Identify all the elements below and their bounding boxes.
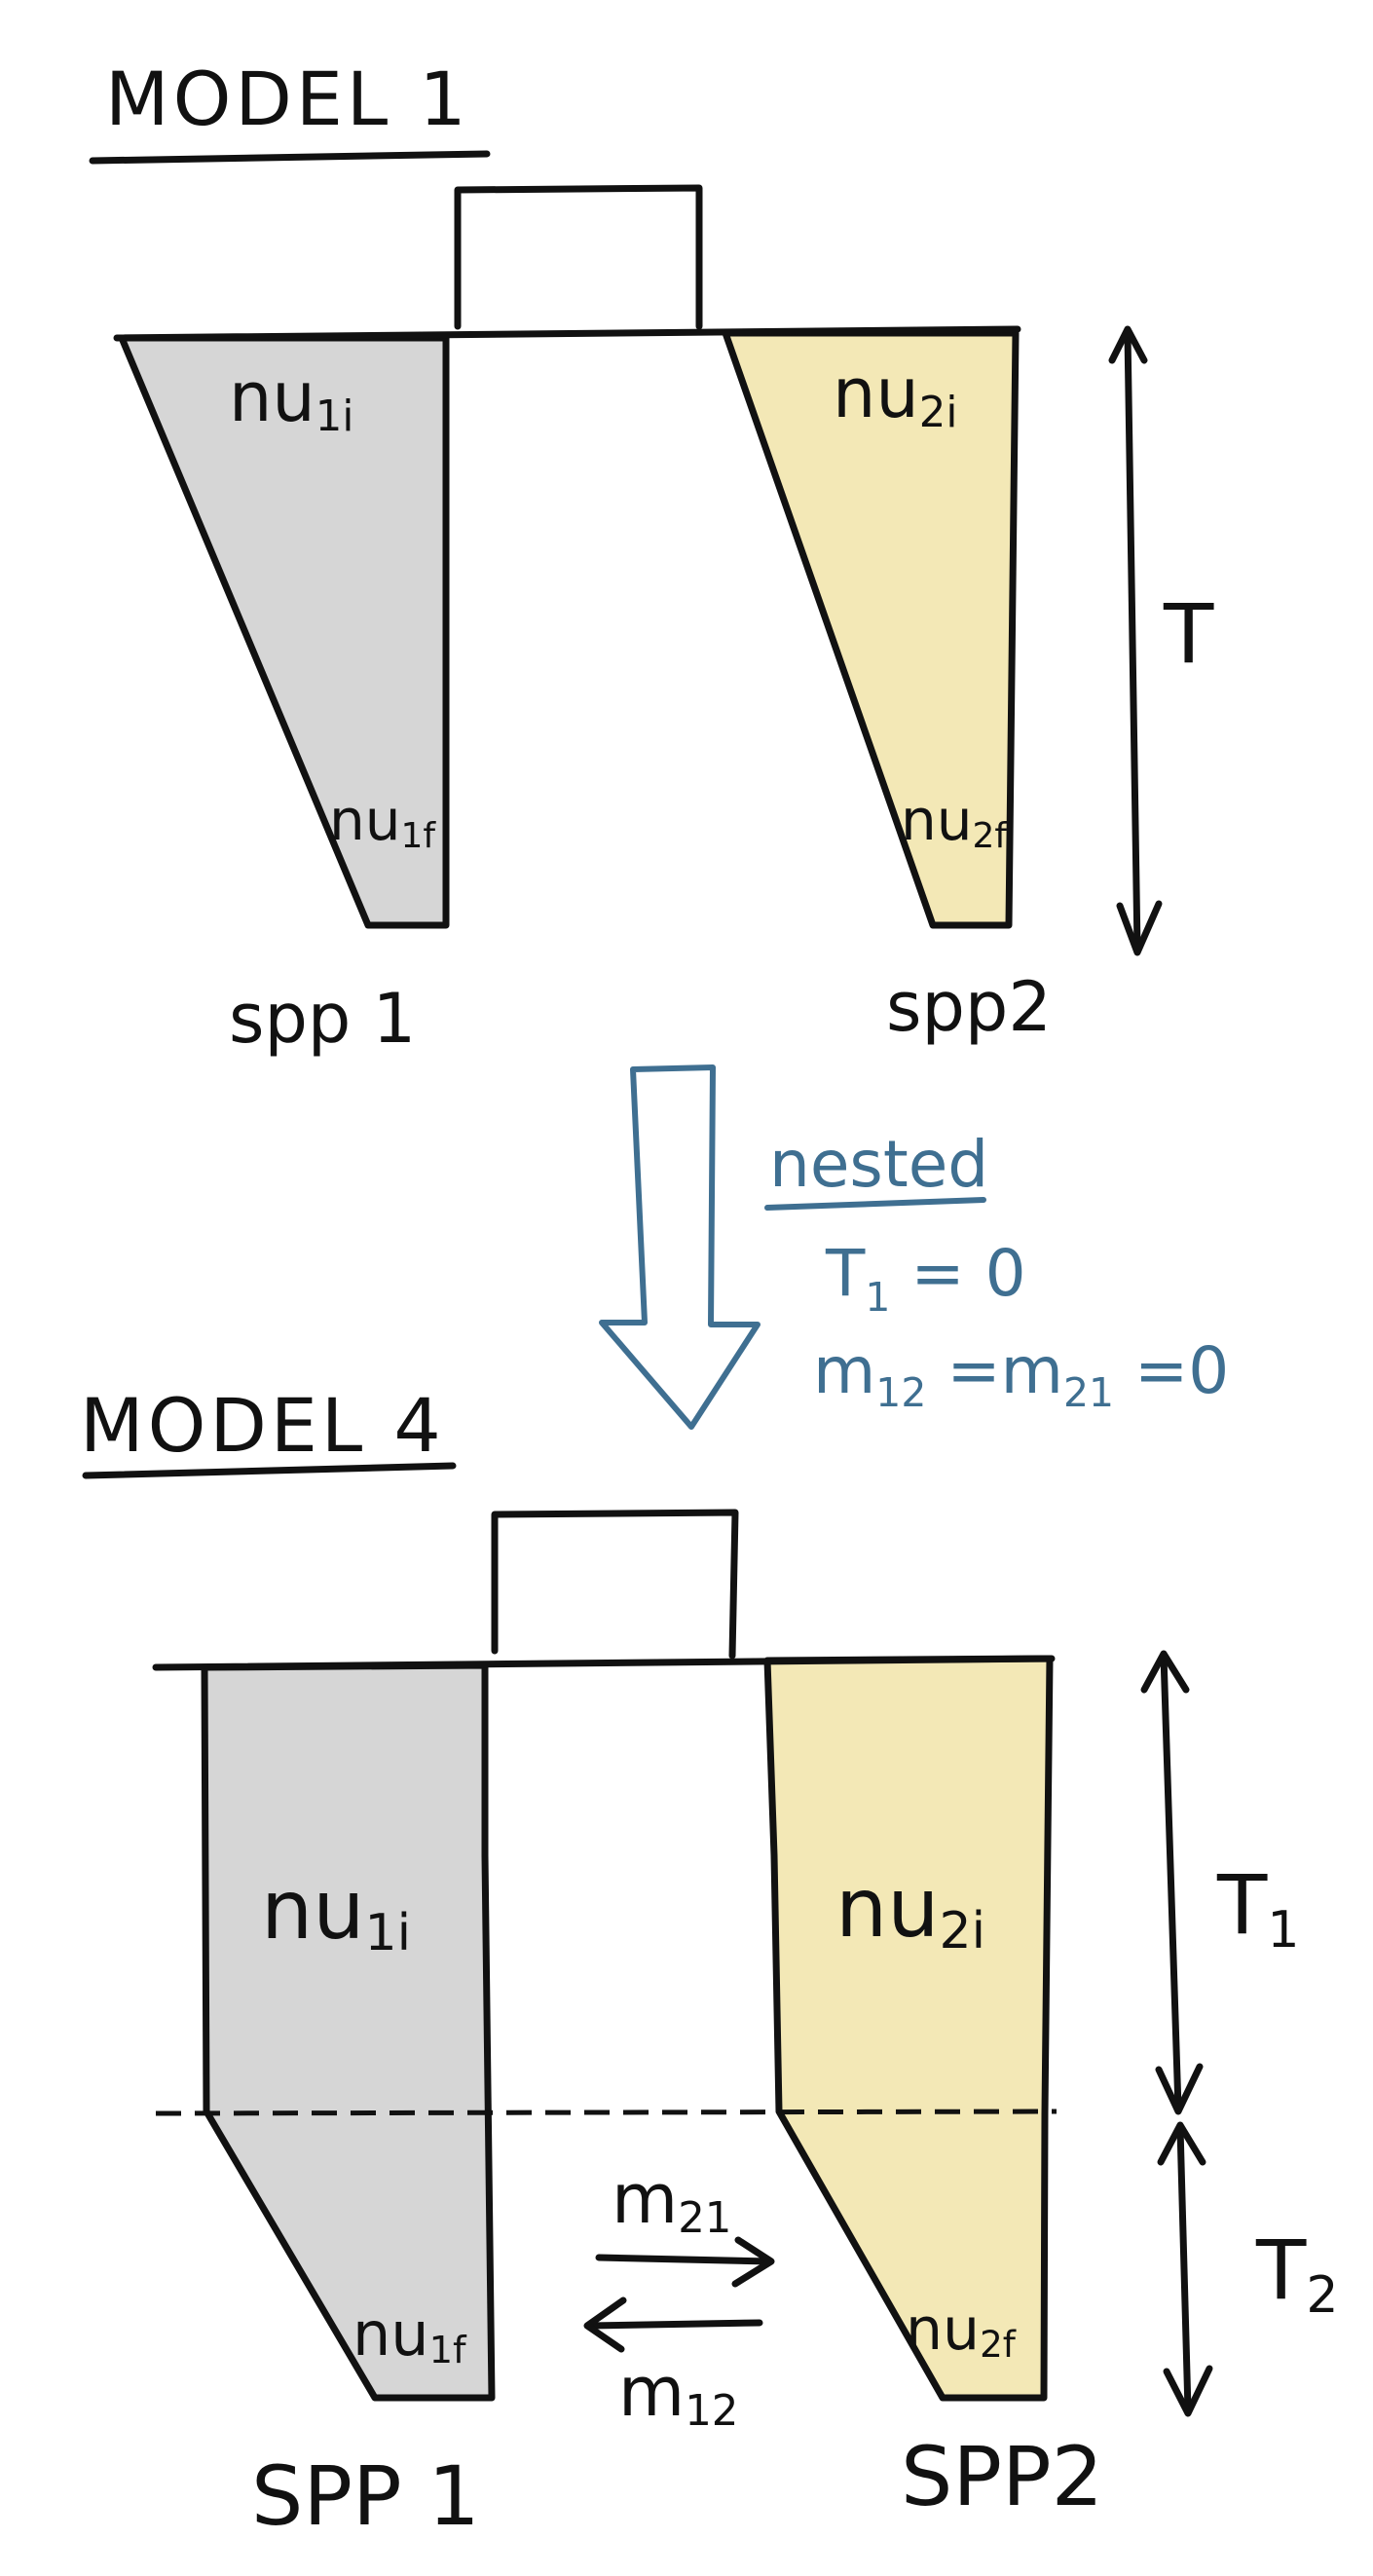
model4-species1-label: SPP 1: [251, 2448, 480, 2544]
model4-diagram: MODEL 4 nu1i nu2i nu1f nu2f m21 m12: [80, 1382, 1338, 2544]
model4-ancestor-bracket: [491, 1509, 739, 1660]
model1-time-label: T: [1163, 586, 1214, 682]
model4-pop1-shape: [201, 1661, 496, 2402]
model4-title-underline: [82, 1462, 457, 1479]
model1-pop2-final-label: nu2f: [901, 787, 1008, 856]
model4-pop2-final-label: nu2f: [906, 2296, 1017, 2366]
nesting-label-underline: [764, 1197, 986, 1211]
model1-top-line: [113, 325, 1021, 342]
model1-time-arrow: [1108, 325, 1163, 956]
model4-time1-arrow: [1140, 1650, 1204, 2115]
model1-pop1-final-label: nu1f: [329, 787, 436, 856]
model4-time1-label: T1: [1216, 1857, 1299, 1960]
nesting-condition-migration: m12 =m21 =0: [813, 1333, 1229, 1416]
model1-ancestor-bracket: [454, 184, 703, 330]
model4-top-line: [152, 1655, 1056, 1671]
model1-pop1-initial-label: nu1i: [229, 357, 353, 441]
model1-title: MODEL 1: [105, 56, 470, 142]
model1-pop2-initial-label: nu2i: [833, 354, 957, 437]
model4-split-dashed-line: [155, 2109, 1058, 2116]
nesting-annotation: nested T1 = 0 m12 =m21 =0: [599, 1064, 1229, 1430]
migration-21-label: m21: [612, 2159, 731, 2243]
nesting-condition-t1: T1 = 0: [825, 1236, 1026, 1321]
model1-diagram: MODEL 1 nu1i nu2i nu1f nu2f T spp 1 spp2: [89, 56, 1214, 1059]
model1-species1-label: spp 1: [229, 979, 416, 1059]
migration-12-label: m12: [618, 2352, 738, 2436]
migration-arrow-12: [583, 2296, 763, 2353]
model4-pop2-shape: [763, 1655, 1054, 2402]
model4-pop2-initial-label: nu2i: [835, 1860, 985, 1960]
model4-time2-arrow: [1157, 2121, 1213, 2417]
nesting-arrow: [599, 1064, 761, 1430]
model4-pop1-initial-label: nu1i: [261, 1862, 411, 1962]
model4-species2-label: SPP2: [901, 2429, 1103, 2524]
model4-title: MODEL 4: [80, 1382, 445, 1469]
model1-species2-label: spp2: [886, 967, 1052, 1047]
model4-pop1-final-label: nu1f: [353, 2298, 467, 2372]
model1-title-underline: [89, 150, 491, 165]
model4-time2-label: T2: [1255, 2222, 1338, 2325]
nesting-label: nested: [769, 1127, 988, 1202]
migration-arrow-21: [595, 2236, 775, 2288]
